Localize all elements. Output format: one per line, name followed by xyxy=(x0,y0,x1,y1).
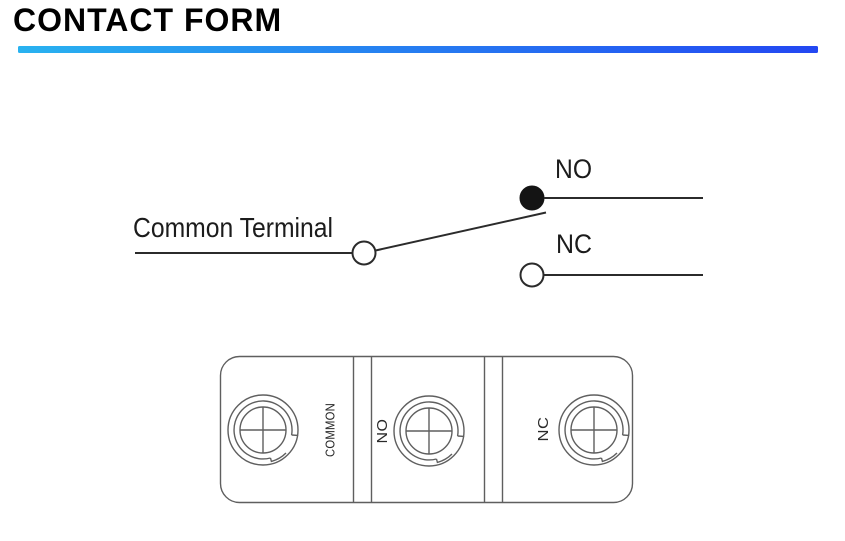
title-underline-bar xyxy=(18,46,818,53)
terminal-label-no: NO xyxy=(374,419,391,444)
no-contact-dot xyxy=(519,185,545,211)
nc-label: NC xyxy=(556,229,592,259)
common-contact-circle xyxy=(351,240,377,266)
terminal-block-outline xyxy=(219,355,634,504)
terminal-block-labels: COMMON NO NC xyxy=(323,403,553,457)
no-label: NO xyxy=(555,154,592,184)
no-screw-terminal-icon xyxy=(393,395,465,467)
common-screw-terminal-icon xyxy=(227,394,299,466)
nc-screw-terminal-icon xyxy=(558,394,630,466)
nc-contact-circle xyxy=(519,262,545,288)
terminal-block xyxy=(219,355,634,504)
common-terminal-label: Common Terminal xyxy=(133,212,333,243)
page-title: CONTACT FORM xyxy=(13,2,283,38)
terminal-label-nc: NC xyxy=(535,417,552,442)
terminal-label-common: COMMON xyxy=(323,403,338,457)
switch-arm xyxy=(375,211,547,252)
switch-schematic: Common Terminal NO NC xyxy=(133,154,703,288)
